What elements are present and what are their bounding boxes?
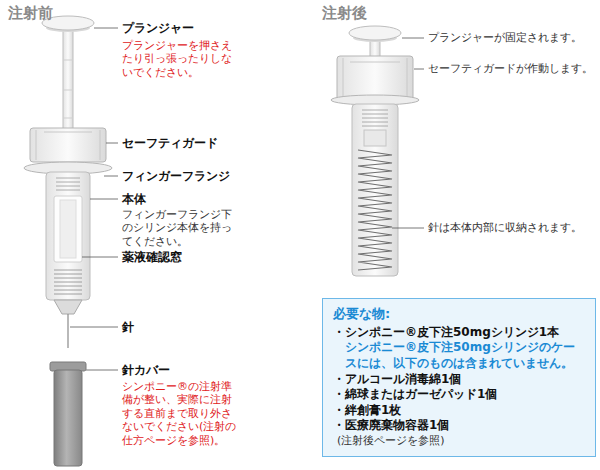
supply-item: ・絆創膏1枚 bbox=[333, 403, 585, 419]
spring bbox=[358, 150, 392, 270]
supply-item: (注射後ページを参照) bbox=[333, 434, 585, 448]
guard-detail bbox=[36, 130, 100, 160]
leader-line bbox=[94, 28, 118, 29]
syringe-before bbox=[24, 16, 112, 466]
supplies-box: 必要な物: ・シンポニー®皮下注50mgシリンジ1本シンポニー®皮下注50mgシリ… bbox=[322, 298, 596, 457]
part-note: フィンガーフランジ下のシリンジ本体を持ってください。 bbox=[122, 208, 238, 248]
leader-line bbox=[82, 257, 118, 258]
leader-lines-after bbox=[392, 38, 424, 228]
leader-line bbox=[414, 69, 424, 70]
leader-line bbox=[392, 228, 424, 229]
plunger-head bbox=[349, 26, 401, 40]
part-name: 薬液確認窓 bbox=[122, 250, 182, 265]
guard-detail bbox=[343, 58, 407, 98]
needle bbox=[67, 314, 68, 348]
part-name: 針 bbox=[122, 320, 134, 335]
leader-line bbox=[106, 143, 118, 144]
section-heading: 注射後 bbox=[322, 4, 367, 22]
supply-item: ・綿球またはガーゼパッド1個 bbox=[333, 387, 585, 403]
inner-barrel bbox=[60, 200, 76, 258]
supply-item: シンポニー®皮下注50mgシリンジのケースには、以下のものは含まれていません。 bbox=[333, 340, 585, 371]
syringe-body bbox=[352, 104, 398, 276]
caution-note: シンポニー®の注射準備が整い、実際に注射する直前まで取り外さないでください(注射… bbox=[122, 380, 238, 447]
box-heading: 必要な物: bbox=[333, 306, 585, 323]
body-thread bbox=[362, 110, 388, 126]
inspection-window bbox=[54, 196, 82, 262]
needle-cover bbox=[54, 370, 82, 466]
part-name: フィンガーフランジ bbox=[122, 169, 230, 184]
leader-line bbox=[90, 199, 118, 200]
syringe-body bbox=[46, 172, 90, 300]
state-note: セーフティガードが作動します。 bbox=[428, 62, 593, 75]
body-thread bbox=[56, 178, 80, 190]
tip-thread bbox=[54, 270, 82, 294]
supply-item: ・シンポニー®皮下注50mgシリンジ1本 bbox=[333, 325, 585, 341]
plunger-rod bbox=[63, 30, 73, 130]
leader-lines-before bbox=[70, 28, 118, 370]
inner-stopper bbox=[364, 130, 386, 146]
supply-item: ・アルコール消毒綿1個 bbox=[333, 372, 585, 388]
rod-ribs bbox=[63, 60, 73, 118]
part-name: プランジャー bbox=[122, 21, 194, 36]
leader-line bbox=[402, 38, 424, 39]
section-heading: 注射前 bbox=[8, 4, 53, 22]
safety-guard bbox=[337, 56, 413, 100]
caution-note: プランジャーを押さえたり引っ張ったりしないでください。 bbox=[122, 39, 238, 79]
leader-line bbox=[70, 327, 118, 328]
syringe-after bbox=[331, 26, 419, 276]
part-name: 本体 bbox=[122, 192, 146, 207]
state-note: 針は本体内部に収納されます。 bbox=[428, 221, 582, 234]
leader-line bbox=[86, 370, 118, 371]
part-name: セーフティガード bbox=[122, 136, 218, 151]
state-note: プランジャーが固定されます。 bbox=[428, 31, 582, 44]
part-name: 針カバー bbox=[122, 363, 170, 378]
supply-item: ・医療廃棄物容器1個 bbox=[333, 418, 585, 434]
leader-line bbox=[104, 176, 118, 177]
syringe-tip bbox=[54, 300, 82, 314]
safety-guard bbox=[30, 128, 106, 162]
